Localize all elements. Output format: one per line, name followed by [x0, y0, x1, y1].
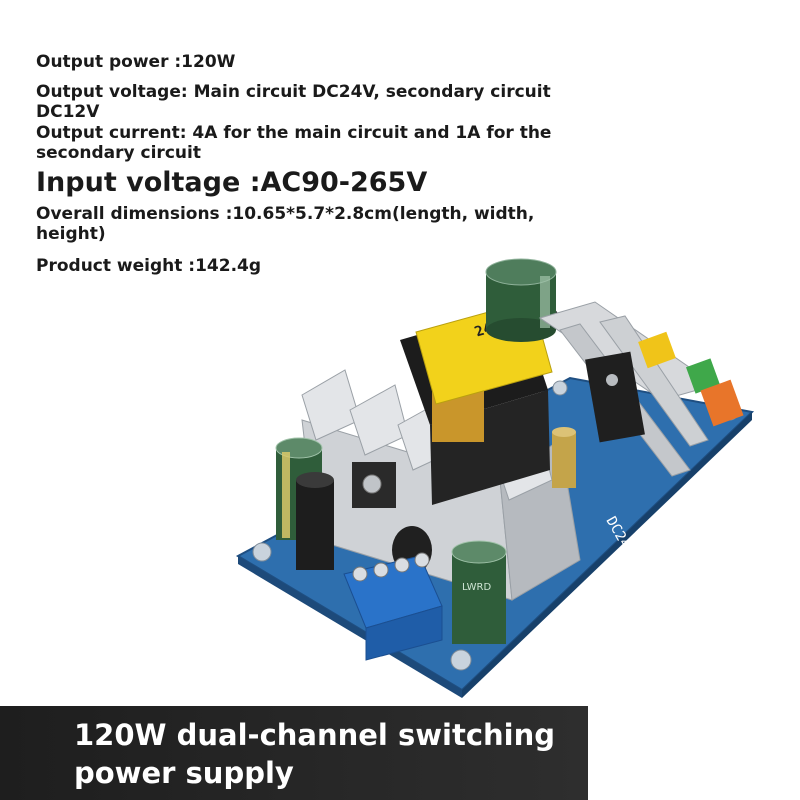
screw-terminal-block: [343, 552, 443, 661]
black-capacitor: [296, 472, 334, 570]
spec-output-power: Output power :120W: [36, 52, 236, 72]
terminal-screw-icon: [352, 566, 368, 582]
large-capacitor: [485, 258, 557, 342]
spec-output-voltage: Output voltage: Main circuit DC24V, seco…: [36, 82, 551, 122]
spec-dimensions: Overall dimensions :10.65*5.7*2.8cm(leng…: [36, 204, 535, 244]
pcb-edge-right: [462, 412, 752, 698]
capacitor-label: LWRD: [462, 582, 491, 593]
terminal-screw-icon: [373, 562, 389, 578]
caption-bar: [0, 706, 588, 800]
green-terminal: [685, 358, 721, 394]
transistor: [585, 351, 645, 443]
small-capacitor: LWRD: [451, 540, 507, 644]
screw-icon: [362, 474, 382, 494]
product-caption: 120W dual-channel switching power supply: [74, 718, 556, 790]
spec-output-current: Output current: 4A for the main circuit …: [36, 123, 552, 163]
terminal-screw-icon: [414, 552, 430, 568]
mounting-hole: [552, 380, 568, 396]
power-supply-board-image: 24V4A12V1A LWRD: [235, 258, 755, 698]
mounting-hole: [252, 542, 272, 562]
screw-icon: [606, 374, 618, 386]
pcb-edge: [238, 556, 462, 698]
terminal-screw-icon: [394, 557, 410, 573]
yellow-capacitor: [638, 331, 676, 369]
spec-input-voltage: Input voltage :AC90-265V: [36, 167, 428, 198]
small-capacitor: [552, 427, 576, 488]
right-heatsink: [538, 301, 717, 477]
orange-terminal: [700, 379, 744, 427]
mounting-hole: [450, 649, 472, 671]
spec-weight: Product weight :142.4g: [36, 256, 262, 276]
